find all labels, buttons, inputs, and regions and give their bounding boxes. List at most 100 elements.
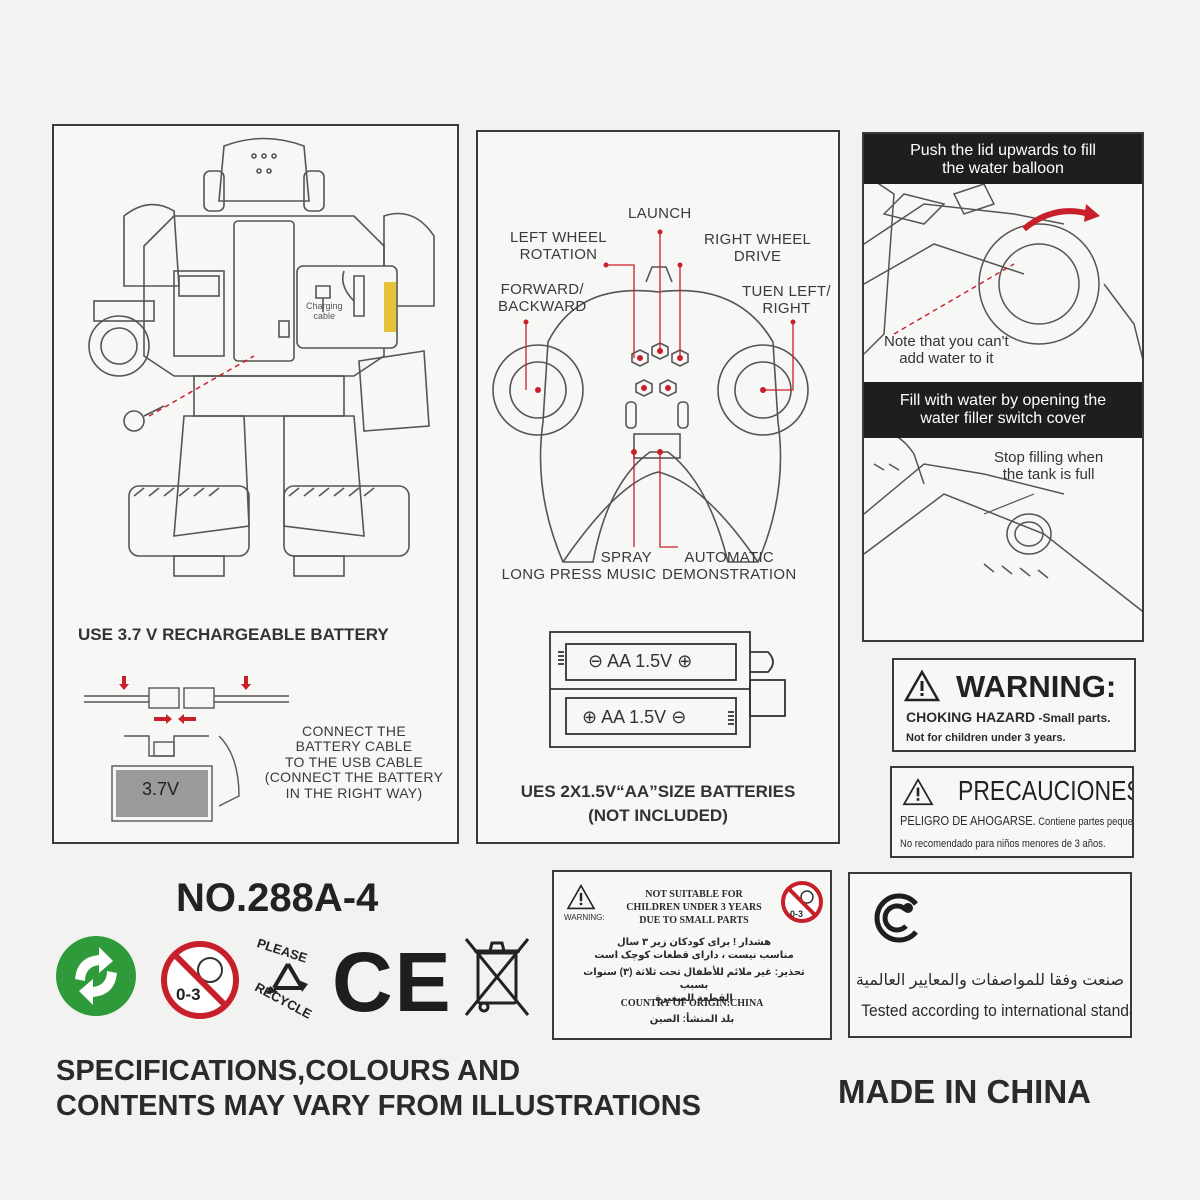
note-line: UES 2X1.5V“AA”SIZE BATTERIES xyxy=(520,782,796,801)
note-line: add water to it xyxy=(899,349,994,367)
battery-note: UES 2X1.5V“AA”SIZE BATTERIES (NOT INCLUD… xyxy=(478,780,838,828)
connect-line: IN THE RIGHT WAY) xyxy=(285,784,423,801)
hazard-bold: CHOKING HAZARD xyxy=(906,709,1036,725)
connect-line: CONNECT THE xyxy=(302,723,406,739)
hazard-bold: PELIGRO DE AHOGARSE. xyxy=(900,813,1036,828)
launch-label: LAUNCH xyxy=(628,205,692,222)
forward-backward-label: FORWARD/ BACKWARD xyxy=(498,281,587,315)
note-line: Stop filling when xyxy=(994,449,1104,466)
warning-line-1: CHOKING HAZARD -Small parts. xyxy=(906,709,1111,725)
en-line: NOT SUITABLE FOR xyxy=(645,889,743,900)
label-line: RIGHT WHEEL xyxy=(704,231,812,248)
made-in-label: MADE IN CHINA xyxy=(838,1073,1091,1110)
header-line: water filler switch cover xyxy=(920,410,1086,427)
label-line: DEMONSTRATION xyxy=(662,565,797,583)
label-line: BACKWARD xyxy=(498,297,587,315)
disclaimer-line: SPECIFICATIONS,COLOURS AND xyxy=(56,1055,521,1087)
age-restriction-icon xyxy=(781,881,823,923)
age-warning-box: WARNING: NOT SUITABLE FOR CHILDREN UNDER… xyxy=(552,870,832,1040)
model-number: NO.288A-4 xyxy=(176,876,379,920)
recycle-icon xyxy=(266,962,308,994)
warning-triangle-icon xyxy=(566,883,596,910)
label-line: LEFT WHEEL xyxy=(510,229,607,246)
minus-icon: ⊖ xyxy=(588,651,604,671)
fa-line: هشدار ! برای کودکان زیر ٣ سال xyxy=(616,937,772,948)
water-note-1: Note that you can't add water to it xyxy=(884,333,1009,367)
c-logo-icon xyxy=(874,893,918,943)
label-line: SPRAY xyxy=(600,549,652,566)
disclaimer-line: CONTENTS MAY VARY FROM ILLUSTRATIONS xyxy=(56,1089,702,1122)
age-warning-en: NOT SUITABLE FOR CHILDREN UNDER 3 YEARS … xyxy=(614,888,774,927)
ce-mark: CE xyxy=(332,935,453,1029)
label-line: RIGHT xyxy=(762,299,811,317)
age-icon-label: 0-3 xyxy=(790,909,804,919)
tested-en: Tested according to international standa… xyxy=(861,1001,1132,1020)
ar-line: القطعة الصغيرة xyxy=(655,993,733,1004)
water-header-2: Fill with water by opening the water fil… xyxy=(864,382,1142,438)
water-fill-panel: Push the lid upwards to fill the water b… xyxy=(862,132,1144,642)
green-dot-icon xyxy=(56,936,136,1016)
en-line: DUE TO SMALL PARTS xyxy=(639,915,749,926)
charging-cable-label: Charging cable xyxy=(306,301,343,321)
cell-label: AA 1.5V xyxy=(601,707,667,727)
minus-icon: ⊖ xyxy=(671,707,687,727)
turn-label: TUEN LEFT/ RIGHT xyxy=(742,283,831,317)
header-line: Push the lid upwards to fill xyxy=(910,142,1096,159)
battery-cell-bottom: ⊕ AA 1.5V ⊖ xyxy=(582,707,687,728)
age-warning-ar: تحذير: غير ملائم للأطفال تحت ثلاثة (٣) س… xyxy=(574,966,814,1005)
connect-line: TO THE USB CABLE xyxy=(284,753,424,770)
note-line: Note that you can't xyxy=(884,333,1009,350)
label-line: ROTATION xyxy=(519,245,598,263)
age-warning-label: WARNING: xyxy=(564,913,605,922)
battery-cell-top: ⊖ AA 1.5V ⊕ xyxy=(588,651,693,672)
connect-line: (CONNECT THE BATTERY xyxy=(264,769,444,786)
label-line: DRIVE xyxy=(733,247,782,265)
tested-standards-box: صنعت وفقا للمواصفات والمعايير العالمية T… xyxy=(848,872,1132,1038)
fa-line: مناسب نیست ، دارای قطعات کوچک است xyxy=(594,950,794,961)
plus-icon: ⊕ xyxy=(677,651,693,671)
water-note-2: Stop filling when the tank is full xyxy=(994,449,1104,483)
plus-icon: ⊕ xyxy=(582,707,598,727)
label-line: FORWARD/ xyxy=(500,281,584,298)
header-line: Fill with water by opening the xyxy=(899,392,1107,409)
warning-line-1: PELIGRO DE AHOGARSE. Contiene partes peq… xyxy=(900,813,1133,828)
origin-en: COUNTRY OF ORIGIN:CHINA xyxy=(620,998,764,1009)
origin-ar: بلد المنشأ: الصين xyxy=(649,1014,735,1025)
left-wheel-label: LEFT WHEEL ROTATION xyxy=(510,229,607,263)
cell-label: AA 1.5V xyxy=(607,651,673,671)
age-restriction-icon xyxy=(161,941,239,1019)
age-warning-fa: هشدار ! برای کودکان زیر ٣ سال مناسب نیست… xyxy=(574,936,814,962)
en-line: CHILDREN UNDER 3 YEARS xyxy=(626,902,762,913)
warning-en-box: WARNING: CHOKING HAZARD -Small parts. No… xyxy=(892,658,1136,752)
note-line: (NOT INCLUDED) xyxy=(588,805,728,825)
connect-line: BATTERY CABLE xyxy=(295,738,413,755)
hazard-rest: -Small parts. xyxy=(1035,711,1111,725)
connect-instructions: CONNECT THE BATTERY CABLE TO THE USB CAB… xyxy=(254,723,454,801)
hazard-rest: Contiene partes pequeñas. xyxy=(1038,816,1133,828)
age-label: 0-3 xyxy=(176,985,201,1004)
right-wheel-label: RIGHT WHEEL DRIVE xyxy=(704,231,812,265)
warning-line-2: Not for children under 3 years. xyxy=(906,732,1066,744)
robot-battery-panel: Charging cable USE 3.7 V RECHARGEABLE BA… xyxy=(52,124,459,844)
header-line: the water balloon xyxy=(942,160,1064,177)
remote-control-panel: LAUNCH LEFT WHEEL ROTATION RIGHT WHEEL D… xyxy=(476,130,840,844)
automatic-demo-label: AUTOMATIC DEMONSTRATION xyxy=(662,549,797,583)
warning-title: WARNING: xyxy=(956,669,1117,704)
label-line: LONG PRESS MUSIC xyxy=(501,565,657,583)
warning-title: PRECAUCIONES: xyxy=(958,775,1134,806)
ar-line: تحذير: غير ملائم للأطفال تحت ثلاثة (٣) س… xyxy=(583,967,805,991)
robot-illustration xyxy=(88,137,435,577)
warning-line-2: No recomendado para niños menores de 3 a… xyxy=(900,838,1106,850)
connector-diagram xyxy=(84,676,289,822)
warning-es-box: PRECAUCIONES: PELIGRO DE AHOGARSE. Conti… xyxy=(890,766,1134,858)
warning-triangle-icon xyxy=(902,777,934,806)
label-line: TUEN LEFT/ xyxy=(742,283,831,300)
battery-voltage-label: 3.7V xyxy=(142,779,180,799)
battery-title: USE 3.7 V RECHARGEABLE BATTERY xyxy=(78,625,389,644)
remote-illustration xyxy=(492,229,809,748)
water-header-1: Push the lid upwards to fill the water b… xyxy=(864,134,1142,184)
warning-triangle-icon xyxy=(903,669,941,702)
note-line: the tank is full xyxy=(1002,465,1095,483)
disclaimer: SPECIFICATIONS,COLOURS AND CONTENTS MAY … xyxy=(56,1054,701,1124)
